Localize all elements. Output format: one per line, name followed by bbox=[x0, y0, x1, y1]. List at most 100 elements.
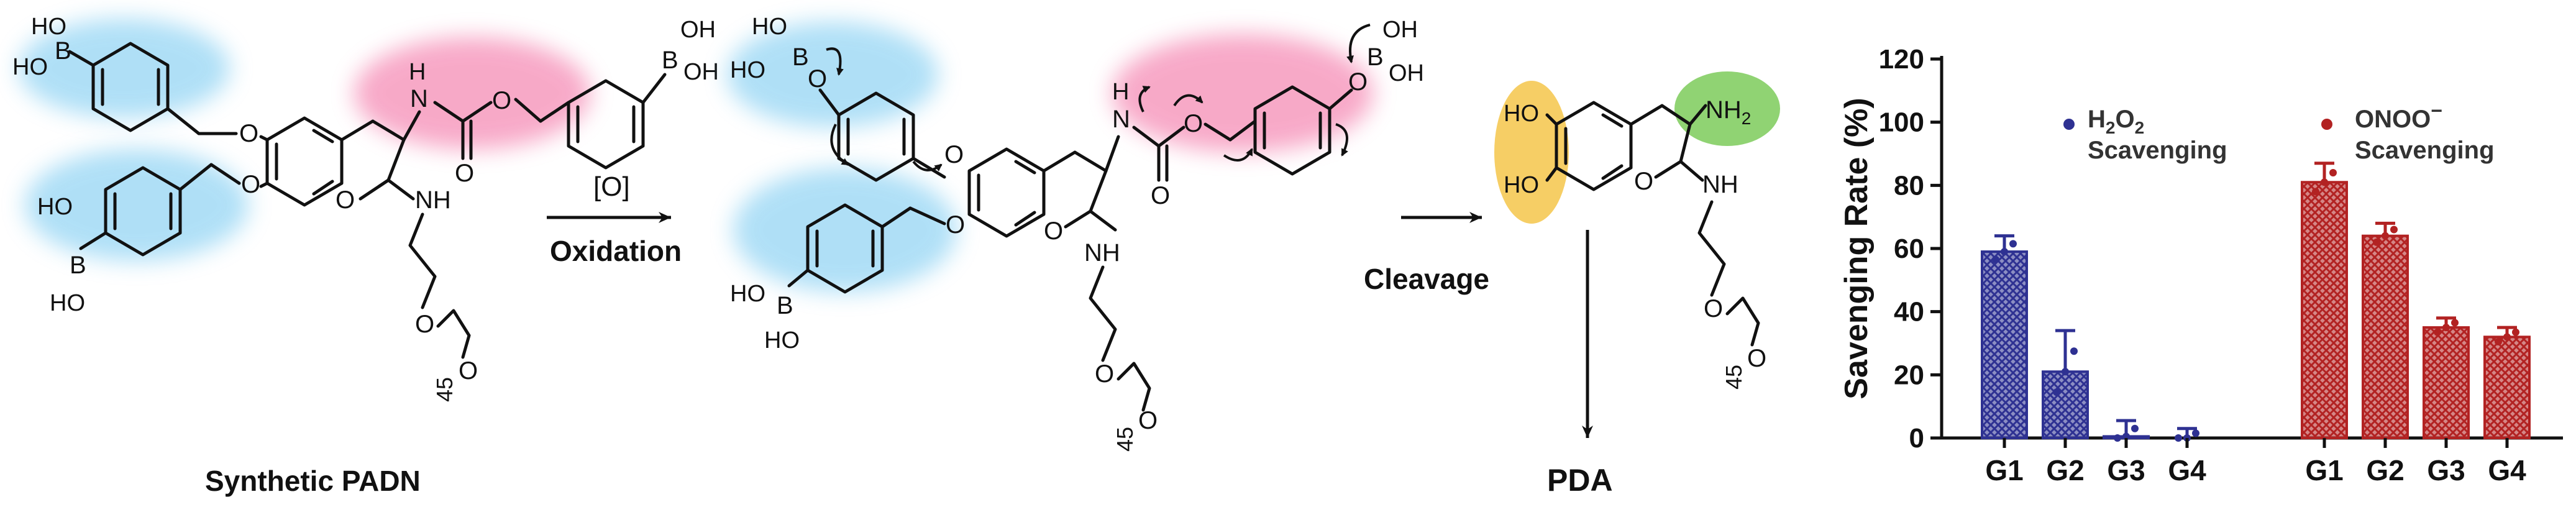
scheme-intermediate: O B HO HO O B HO HO O H N O O bbox=[727, 14, 1424, 452]
x-tick-label: G1 bbox=[1985, 454, 2023, 486]
ester-o: O bbox=[492, 87, 511, 114]
x-tick-label: G3 bbox=[2427, 454, 2465, 486]
ring-o: O bbox=[1348, 68, 1368, 96]
replicate-point bbox=[2503, 333, 2511, 341]
ester-o: O bbox=[1184, 110, 1203, 137]
peg-o: O bbox=[415, 311, 434, 338]
amide-o: O bbox=[1634, 168, 1653, 195]
ether-oxygen: O bbox=[239, 120, 258, 147]
compound-label: Synthetic PADN bbox=[205, 465, 421, 497]
bar bbox=[2042, 370, 2089, 439]
x-tick-label: G1 bbox=[2305, 454, 2343, 486]
amide-o: O bbox=[1044, 217, 1063, 245]
peg-o: O bbox=[1138, 407, 1158, 434]
amide-nh: NH bbox=[1084, 239, 1120, 267]
replicate-point bbox=[2114, 434, 2121, 442]
carbamate-h: H bbox=[1112, 79, 1129, 105]
replicate-point bbox=[2062, 368, 2069, 376]
carbamate-glow bbox=[1112, 34, 1373, 152]
boron-atom: B bbox=[792, 43, 809, 71]
amide-nh: NH bbox=[1702, 171, 1738, 198]
amide-o: O bbox=[336, 186, 355, 214]
ho-label: HO bbox=[730, 57, 765, 83]
replicate-point bbox=[2009, 240, 2017, 248]
cleavage-step: Cleavage bbox=[1364, 212, 1489, 295]
legend-label-h2o2: H2O2 bbox=[2088, 106, 2144, 137]
peg-o: O bbox=[459, 357, 478, 385]
replicate-point bbox=[2053, 388, 2060, 396]
product-label: PDA bbox=[1547, 463, 1613, 498]
replicate-point bbox=[2122, 432, 2130, 440]
amine-glow bbox=[1674, 71, 1780, 146]
x-tick-label: G4 bbox=[2168, 454, 2206, 486]
boronate-glow-top bbox=[727, 22, 938, 127]
legend-label-h2o2-line2: Scavenging bbox=[2088, 137, 2227, 164]
boron-atom: B bbox=[662, 47, 678, 74]
y-tick-label: 60 bbox=[1894, 234, 1924, 264]
replicate-point bbox=[2434, 328, 2441, 336]
y-tick-label: 80 bbox=[1894, 170, 1924, 201]
replicate-point bbox=[2131, 424, 2139, 432]
scheme-padn: B HO HO O B HO HO O H N O O bbox=[12, 14, 719, 497]
ether-oxygen: O bbox=[944, 141, 964, 168]
legend-label-onoo-line2: Scavenging bbox=[2355, 137, 2495, 164]
bar bbox=[2362, 234, 2409, 439]
replicate-point bbox=[2382, 232, 2389, 240]
replicate-point bbox=[2192, 429, 2199, 437]
replicate-point bbox=[2312, 188, 2319, 196]
boronate-glow-bottom bbox=[733, 168, 957, 292]
ho-label: HO bbox=[752, 14, 787, 40]
carbamate-n: N bbox=[1112, 106, 1130, 133]
ho-label: HO bbox=[31, 14, 66, 40]
replicate-point bbox=[2321, 178, 2328, 186]
ho-label: HO bbox=[730, 281, 765, 307]
boron-atom: B bbox=[55, 37, 71, 65]
legend-marker-onoo bbox=[2321, 119, 2332, 130]
replicate-point bbox=[2070, 347, 2078, 355]
boron-atom: B bbox=[777, 292, 793, 319]
replicate-point bbox=[2451, 319, 2459, 327]
replicate-point bbox=[1992, 255, 1999, 263]
boronate-glow-top bbox=[19, 19, 230, 118]
peg-o: O bbox=[1095, 360, 1114, 388]
amide-nh: NH bbox=[415, 186, 451, 214]
boron-atom: B bbox=[70, 252, 86, 279]
oxidation-step: [O] Oxidation bbox=[547, 171, 682, 267]
replicate-point bbox=[2390, 226, 2398, 234]
bar bbox=[2423, 326, 2470, 439]
peg-repeat: 45 bbox=[1112, 427, 1138, 452]
x-tick-label: G3 bbox=[2107, 454, 2145, 486]
replicate-point bbox=[2495, 337, 2502, 345]
peg-repeat: 45 bbox=[432, 377, 457, 402]
peg-o: O bbox=[1704, 295, 1723, 322]
oxidation-label: Oxidation bbox=[550, 235, 682, 267]
replicate-point bbox=[2175, 434, 2182, 442]
boron-atom: B bbox=[1367, 43, 1384, 71]
oh-label: OH bbox=[1389, 60, 1424, 86]
y-tick-label: 120 bbox=[1879, 44, 1924, 75]
boronate-glow-bottom bbox=[25, 149, 249, 261]
carbamate-n: N bbox=[410, 85, 428, 112]
oh-label: OH bbox=[680, 17, 716, 43]
replicate-point bbox=[2329, 169, 2337, 176]
scheme-product: HO HO NH2 O NH O O 45 PDA bbox=[1494, 71, 1780, 498]
x-tick-label: G4 bbox=[2488, 454, 2526, 486]
y-tick-label: 0 bbox=[1909, 423, 1924, 454]
carbonyl-o: O bbox=[1151, 182, 1170, 209]
x-tick-label: G2 bbox=[2366, 454, 2404, 486]
ho-label: HO bbox=[1504, 172, 1539, 198]
ring-o: O bbox=[808, 65, 827, 93]
ho-label: HO bbox=[37, 194, 73, 220]
ho-label: HO bbox=[50, 290, 85, 316]
x-tick-label: G2 bbox=[2046, 454, 2084, 486]
bar bbox=[2483, 335, 2531, 439]
ho-label: HO bbox=[1504, 101, 1539, 127]
ho-label: HO bbox=[12, 54, 48, 80]
oh-label: OH bbox=[1382, 17, 1418, 43]
peg-repeat: 45 bbox=[1721, 365, 1747, 390]
y-axis-label: Savenging Rate (%) bbox=[1838, 98, 1875, 399]
carbonyl-o: O bbox=[455, 160, 474, 187]
legend-label-onoo: ONOO− bbox=[2355, 99, 2442, 133]
cleavage-label: Cleavage bbox=[1364, 263, 1489, 295]
